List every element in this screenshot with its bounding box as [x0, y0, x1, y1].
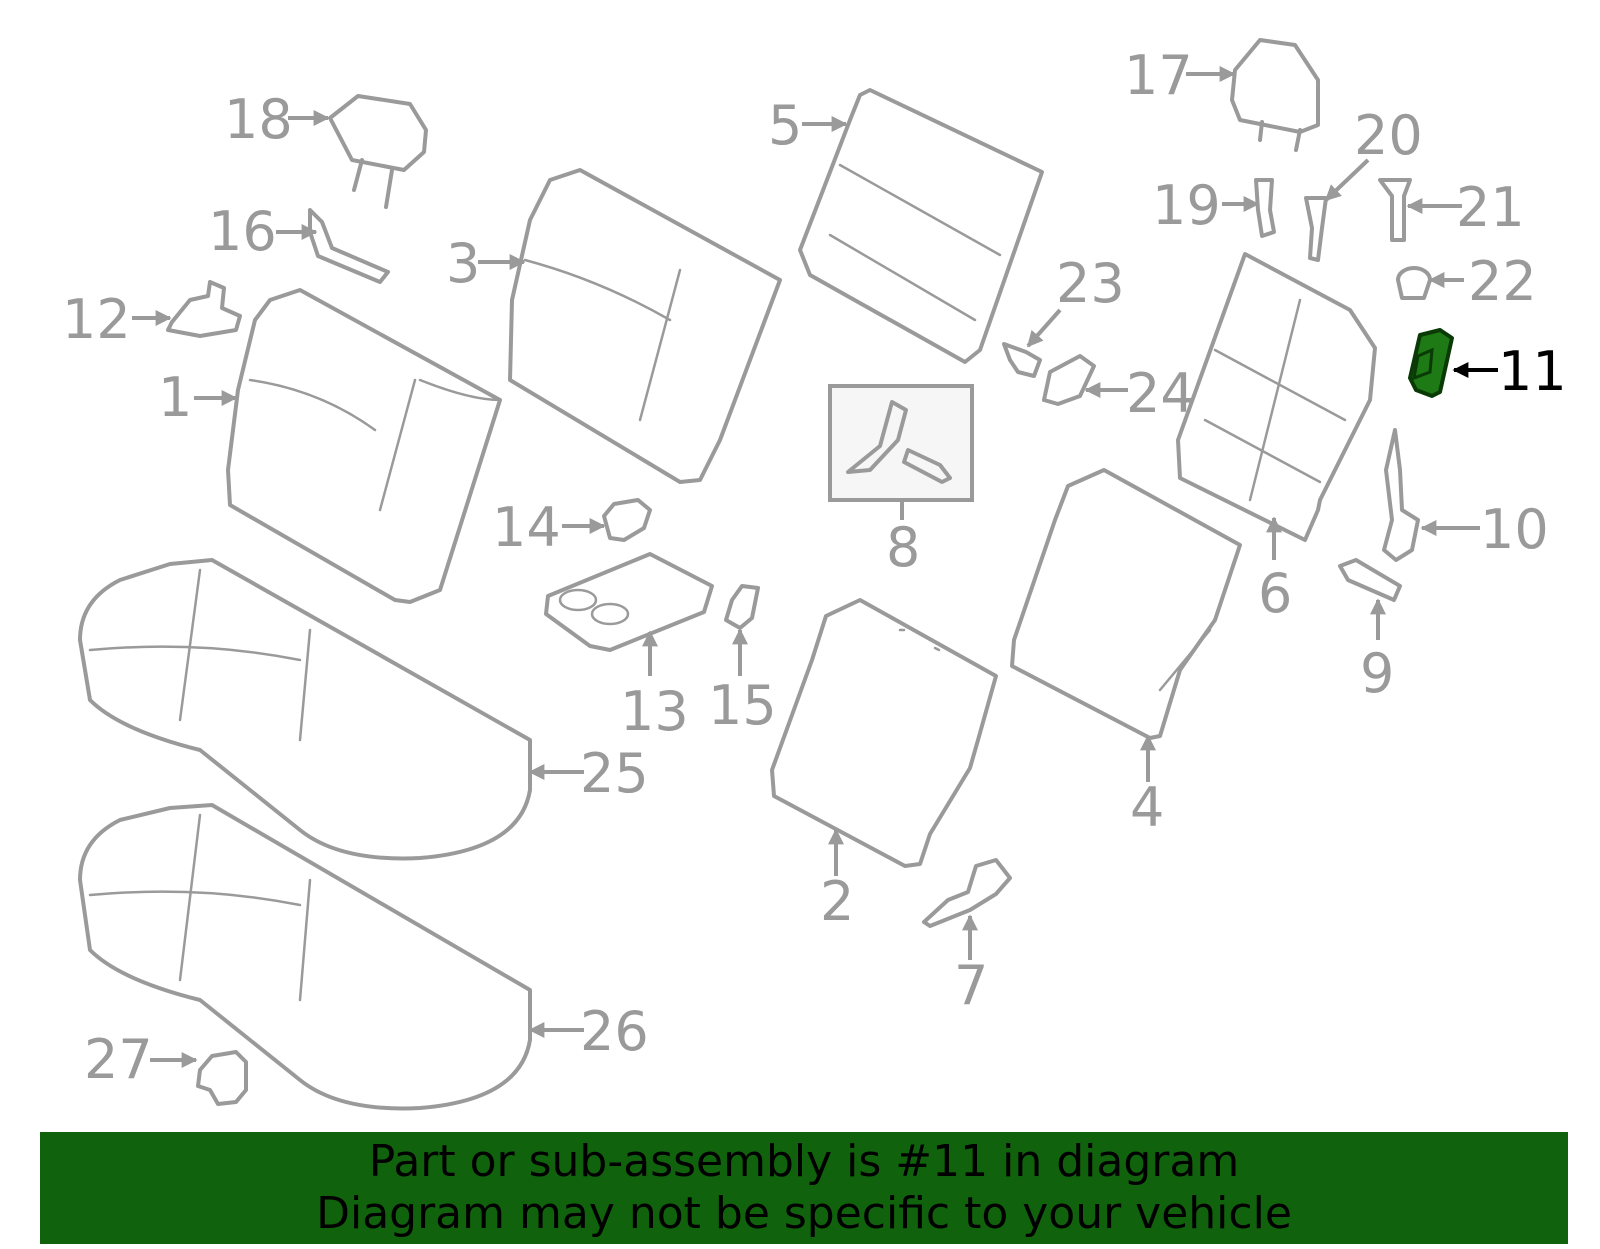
part-18-headrest [328, 94, 428, 209]
part-7-bracket [922, 858, 1012, 928]
info-banner: Part or sub-assembly is #11 in diagram D… [40, 1132, 1568, 1244]
part-25-seat-cushion [78, 558, 532, 861]
part-21-pin [1378, 178, 1412, 242]
callout-25: 25 [580, 742, 649, 805]
callout-12: 12 [62, 288, 131, 351]
part-19-bolt [1254, 178, 1276, 238]
callout-2: 2 [820, 870, 854, 933]
part-13-armrest [544, 552, 714, 652]
callout-5: 5 [768, 94, 802, 157]
part-15-clip [724, 584, 760, 630]
callout-17: 17 [1124, 44, 1193, 107]
part-6-seat-frame [1176, 252, 1377, 542]
callout-15: 15 [708, 674, 777, 737]
callout-6: 6 [1258, 562, 1292, 625]
part-24-cover [1042, 354, 1096, 406]
part-27-latch [196, 1050, 248, 1106]
part-11-highlighted[interactable] [1408, 328, 1454, 398]
callout-labels: 18 16 12 1 3 5 17 19 20 21 22 11 23 24 1… [62, 44, 1567, 1091]
part-23-clip [1002, 342, 1042, 378]
callout-3: 3 [446, 232, 480, 295]
banner-line-2: Diagram may not be specific to your vehi… [316, 1188, 1292, 1239]
part-22-grommet [1396, 266, 1432, 300]
callout-8: 8 [886, 516, 920, 579]
callout-27: 27 [84, 1028, 153, 1091]
callout-9: 9 [1360, 642, 1394, 705]
part-14-bracket [602, 498, 652, 542]
callout-16: 16 [208, 200, 277, 263]
callout-11[interactable]: 11 [1498, 340, 1567, 403]
part-10-rod [1382, 428, 1420, 562]
part-16-bracket [308, 208, 390, 284]
leader-arrows [132, 66, 1498, 1068]
callout-1: 1 [158, 366, 192, 429]
part-26-seat-cushion [78, 803, 532, 1111]
part-17-headrest [1230, 38, 1320, 152]
callout-19: 19 [1152, 174, 1221, 237]
part-3-seat-back-cover [508, 168, 782, 484]
callout-23: 23 [1056, 252, 1125, 315]
callout-24: 24 [1126, 362, 1195, 425]
callout-20: 20 [1354, 104, 1423, 167]
part-20-bolt [1304, 196, 1328, 262]
part-9-bracket [1338, 558, 1402, 602]
callout-10: 10 [1480, 498, 1549, 561]
part-5-seat-frame [798, 88, 1044, 364]
part-2-seat-back-panel [770, 598, 998, 868]
callout-13: 13 [620, 680, 689, 743]
part-1-seat-back [226, 288, 502, 604]
callout-21: 21 [1456, 176, 1525, 239]
callout-22: 22 [1468, 250, 1537, 313]
part-4-seat-back-panel [1010, 468, 1242, 740]
banner-line-1: Part or sub-assembly is #11 in diagram [368, 1136, 1240, 1187]
callout-4: 4 [1130, 776, 1164, 839]
callout-18: 18 [224, 88, 293, 151]
part-8-kit-box [828, 384, 974, 502]
part-12-latch [166, 280, 242, 338]
callout-26: 26 [580, 1000, 649, 1063]
callout-14: 14 [492, 496, 561, 559]
callout-7: 7 [954, 954, 988, 1017]
